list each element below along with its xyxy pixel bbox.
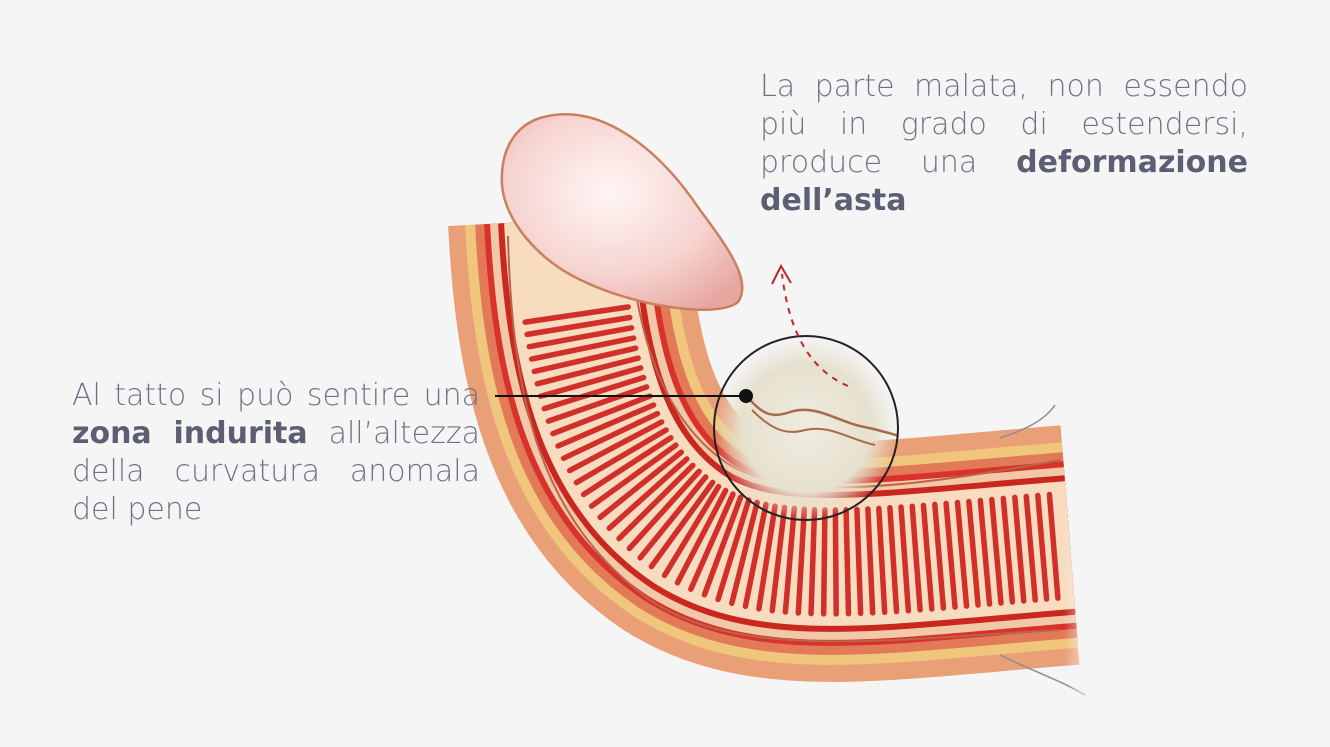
caption-hardened-text: Al tatto si può sentire una: [72, 378, 480, 413]
caption-deformation: La parte malata, non essendo più in grad…: [760, 68, 1248, 220]
tissue-stripe: [824, 510, 825, 614]
tissue-stripe: [846, 510, 848, 614]
tissue-stripe: [857, 509, 861, 613]
tissue-stripe: [835, 510, 836, 614]
fade-overlay: [900, 380, 1100, 720]
pointer-dot: [739, 389, 753, 403]
tissue-stripe: [811, 510, 814, 614]
caption-hardened-zone: Al tatto si può sentire una zona indurit…: [72, 377, 480, 529]
caption-hardened-bold: zona indurita: [72, 416, 308, 451]
